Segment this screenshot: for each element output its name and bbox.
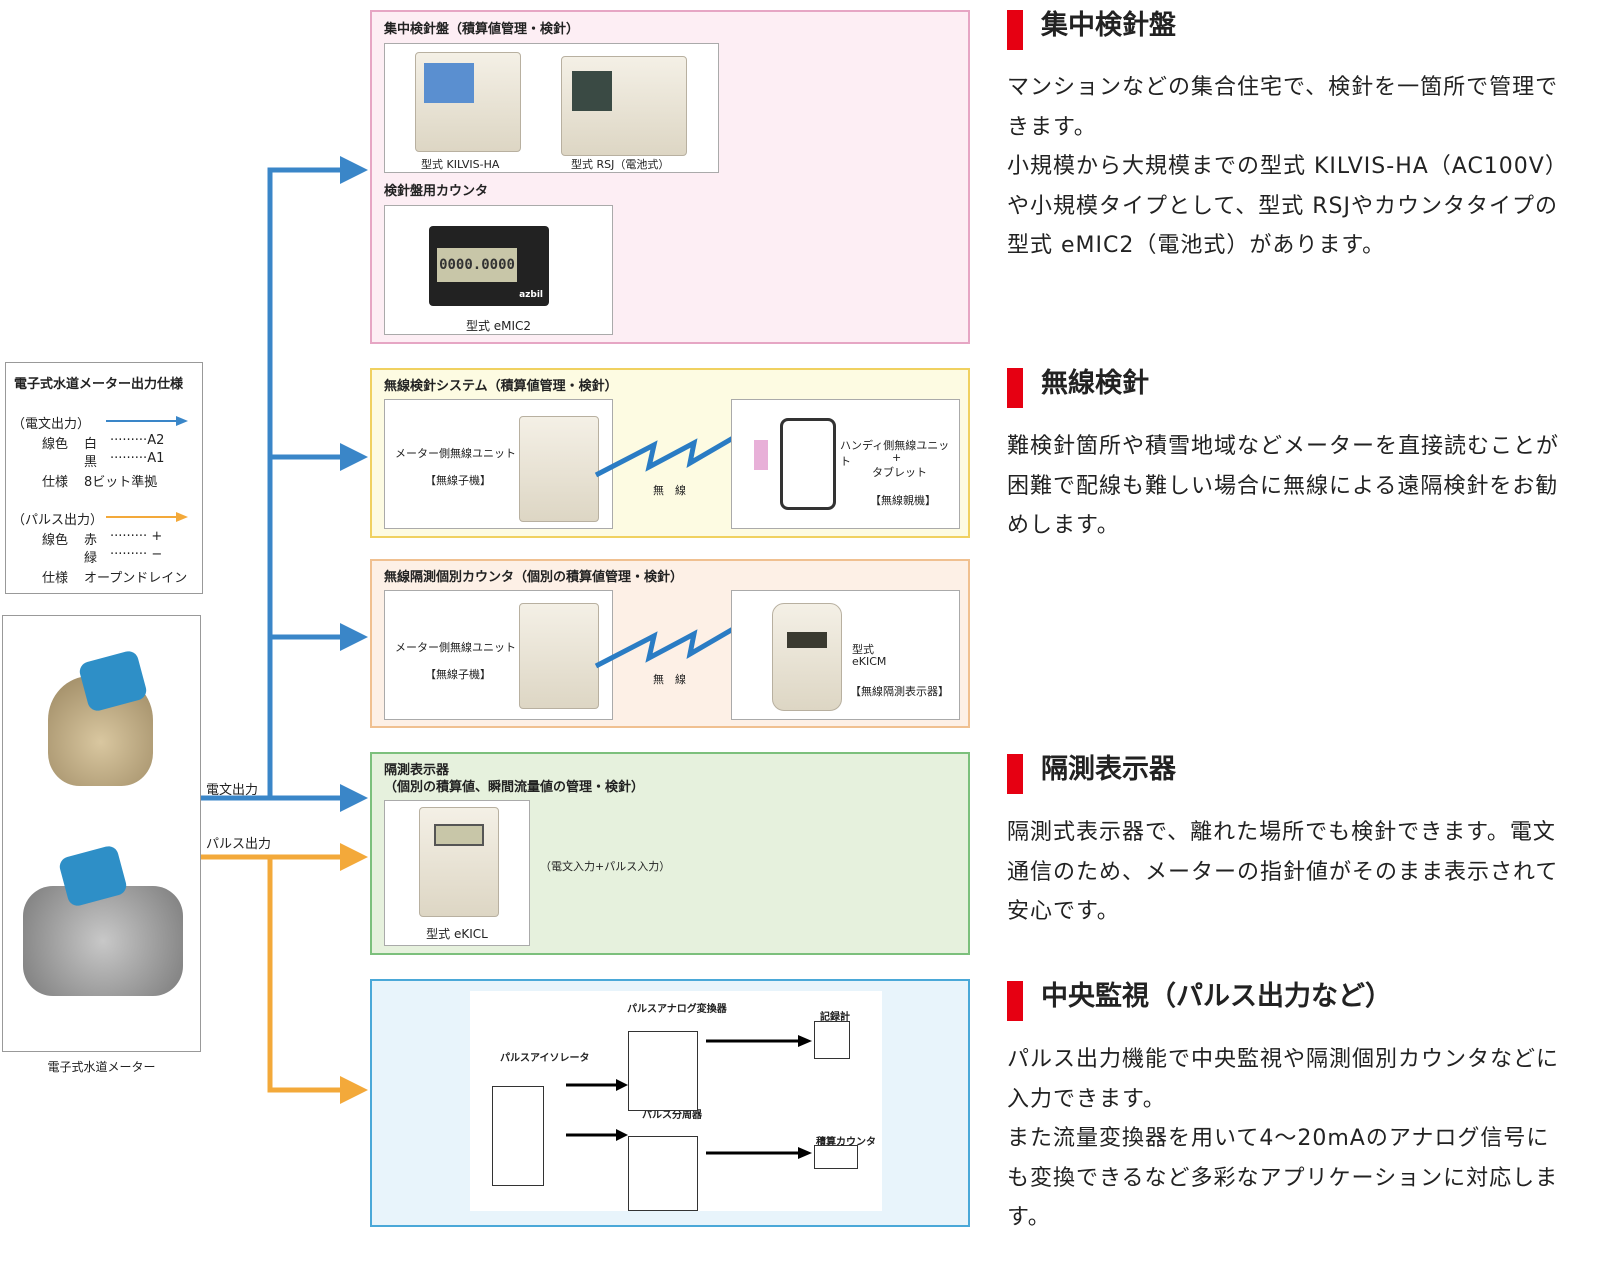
pulse-label: （パルス出力） <box>12 513 104 528</box>
meter-unit-label: メーター側無線ユニット <box>395 447 516 460</box>
meter-image-2 <box>23 886 183 996</box>
white-wire: 白 <box>84 437 98 452</box>
meter-unit-label: メーター側無線ユニット <box>395 641 516 654</box>
text-wireless: 難検針箇所や積雪地域などメーターを直接読むことが困難で配線も難しい場合に無線によ… <box>1007 434 1560 538</box>
panel-wireless-remote-counter: 無線隔測個別カウンタ（個別の積算値管理・検針） メーター側無線ユニット 【無線子… <box>370 559 970 728</box>
tablet-icon <box>780 418 836 510</box>
green-wire: 緑 <box>84 551 98 566</box>
ekicm-sub: 【無線隔測表示器】 <box>850 685 949 698</box>
red-value: ········· + <box>110 529 163 544</box>
panel-central-meter-board: 集中検針盤（積算値管理・検針） 型式 KILVIS-HA 型式 RSJ（電池式）… <box>370 10 970 344</box>
emic2-display: 0000.0000 <box>437 248 517 282</box>
panel-central-monitoring: パルスアナログ変換器 記録計 パルスアイソレータ パルス分周器 積算カウンタ <box>370 979 970 1227</box>
red-wire: 赤 <box>84 533 98 548</box>
text-central-board: マンションなどの集合住宅で、検針を一箇所で管理できます。 小規模から大規模までの… <box>1007 75 1568 258</box>
counter-label: 積算カウンタ <box>816 1137 876 1148</box>
ekicm-model: eKICM <box>852 655 887 668</box>
green-value: ········· − <box>110 547 163 562</box>
output-spec-box: 電子式水道メーター出力仕様 （電文出力） 線色 白 ·········A2 黒 … <box>5 362 203 594</box>
pulse-spec: オープンドレイン <box>84 571 188 586</box>
heading-remote-display: 隔測表示器 <box>1007 754 1176 794</box>
rsj-caption: 型式 RSJ（電池式） <box>571 158 670 171</box>
isolator-label: パルスアイソレータ <box>500 1053 590 1064</box>
black-wire: 黒 <box>84 455 98 470</box>
recorder-label: 記録計 <box>820 1012 850 1023</box>
analog-converter-label: パルスアナログ変換器 <box>627 1004 727 1015</box>
spec-title: 電子式水道メーター出力仕様 <box>14 377 184 392</box>
rsj-image <box>561 56 687 156</box>
denbun-spec: 8ビット準拠 <box>84 475 158 490</box>
emic2-image: 0000.0000 azbil <box>429 226 549 306</box>
meter-unit-sub: 【無線子機】 <box>425 474 491 487</box>
divider-image <box>628 1136 698 1211</box>
pulse-output-label: パルス出力 <box>206 837 272 852</box>
denbun-output-label: 電文出力 <box>206 783 259 798</box>
ekicl-image <box>419 807 499 917</box>
handy-unit-card: ハンディ側無線ユニット + タブレット 【無線親機】 <box>731 399 960 529</box>
handy-unit-image <box>754 440 768 470</box>
connector-arrows <box>200 156 368 1104</box>
input-note: （電文入力+パルス入力） <box>540 860 671 873</box>
azbil-logo: azbil <box>519 290 543 300</box>
flow-arrows <box>566 1035 812 1159</box>
denbun-lines <box>200 167 345 801</box>
recorder-image <box>814 1021 850 1059</box>
wireless-label: 無 線 <box>653 673 686 686</box>
wireless-unit-image <box>519 416 599 522</box>
meter-side-unit-card: メーター側無線ユニット 【無線子機】 <box>384 590 613 720</box>
wire-label: 線色 <box>42 437 69 452</box>
emic2-card: 0000.0000 azbil 型式 eMIC2 <box>384 205 613 335</box>
emic2-caption: 型式 eMIC2 <box>465 319 532 333</box>
heading-central-monitoring: 中央監視（パルス出力など） <box>1007 981 1392 1021</box>
handy-unit-sub: 【無線親機】 <box>870 494 936 507</box>
white-value: ·········A2 <box>110 433 165 448</box>
counter-subtitle: 検針盤用カウンタ <box>384 184 489 199</box>
counter-image <box>814 1145 858 1169</box>
panel-title: 無線隔測個別カウンタ（個別の積算値管理・検針） <box>384 570 684 585</box>
ekicm-image <box>772 603 842 711</box>
ekicl-caption: 型式 eKICL <box>426 927 488 941</box>
plus-label: + <box>892 451 902 464</box>
text-remote-display: 隔測式表示器で、離れた場所でも検針できます。電文通信のため、メーターの指針値がそ… <box>1007 820 1559 924</box>
wireless-unit-image <box>519 603 599 709</box>
spec-label: 仕様 <box>42 571 69 586</box>
wire-label: 線色 <box>42 533 69 548</box>
pulse-arrow-icon <box>106 512 188 522</box>
monitoring-diagram: パルスアナログ変換器 記録計 パルスアイソレータ パルス分周器 積算カウンタ <box>470 991 882 1211</box>
ekicl-card: 型式 eKICL <box>384 800 530 946</box>
denbun-label: （電文出力） <box>12 417 91 432</box>
isolator-image <box>492 1086 544 1186</box>
meter-caption: 電子式水道メーター <box>47 1060 156 1074</box>
analog-converter-image <box>628 1031 698 1111</box>
panel-subtitle: （個別の積算値、瞬間流量値の管理・検針） <box>384 780 645 795</box>
ekicm-model-label: 型式 <box>852 643 874 656</box>
heading-wireless: 無線検針 <box>1007 368 1149 408</box>
kilvis-ha-image <box>415 52 521 152</box>
tablet-label: タブレット <box>872 466 927 479</box>
wireless-zigzag-icon <box>594 425 754 478</box>
panel-wireless-reading: 無線検針システム（積算値管理・検針） メーター側無線ユニット 【無線子機】 無 … <box>370 368 970 538</box>
board-products-card: 型式 KILVIS-HA 型式 RSJ（電池式） <box>384 43 719 173</box>
denbun-arrow-icon <box>106 416 188 426</box>
black-value: ·········A1 <box>110 451 165 466</box>
meter-unit-sub: 【無線子機】 <box>425 668 491 681</box>
wireless-label: 無 線 <box>653 484 686 497</box>
handy-unit-label: ハンディ側無線ユニット <box>840 439 950 468</box>
panel-remote-display: 隔測表示器 （個別の積算値、瞬間流量値の管理・検針） 型式 eKICL （電文入… <box>370 752 970 955</box>
text-central-monitoring: パルス出力機能で中央監視や隔測個別カウンタなどに入力できます。 また流量変換器を… <box>1007 1047 1560 1230</box>
panel-title: 隔測表示器 <box>384 763 450 778</box>
panel-title: 無線検針システム（積算値管理・検針） <box>384 379 618 394</box>
meter-side-unit-card: メーター側無線ユニット 【無線子機】 <box>384 399 613 529</box>
wireless-zigzag-icon <box>594 616 754 669</box>
ekicm-card: 型式 eKICM 【無線隔測表示器】 <box>731 590 960 720</box>
water-meter-image-box <box>2 615 201 1052</box>
kilvis-ha-caption: 型式 KILVIS-HA <box>421 158 500 171</box>
spec-label: 仕様 <box>42 475 69 490</box>
pulse-arrowheads <box>340 843 368 1104</box>
pulse-lines <box>200 854 345 1093</box>
heading-central-board: 集中検針盤 <box>1007 10 1176 50</box>
divider-label: パルス分周器 <box>642 1110 702 1121</box>
denbun-arrowheads <box>340 156 368 812</box>
panel-title: 集中検針盤（積算値管理・検針） <box>384 22 580 37</box>
